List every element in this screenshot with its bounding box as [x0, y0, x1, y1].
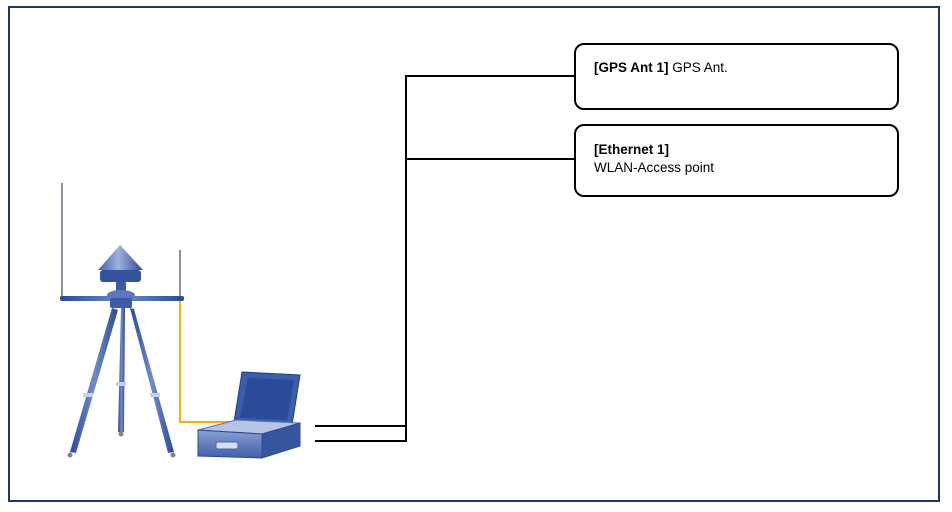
connector-gps [315, 75, 574, 427]
connector-ethernet [315, 158, 574, 442]
callout-ethernet: [Ethernet 1] WLAN-Access point [574, 124, 899, 197]
portable-receiver-case-icon [197, 371, 301, 459]
ethernet-tag: [Ethernet 1] [594, 142, 670, 157]
antenna-tripod-icon [60, 183, 184, 458]
antenna-cable [179, 300, 236, 423]
diagram-frame [8, 6, 940, 502]
connector-lines [315, 75, 574, 442]
callout-gps-ant: [GPS Ant 1] GPS Ant. [574, 43, 899, 110]
gps-tag: [GPS Ant 1] [594, 60, 669, 75]
gps-text: GPS Ant. [672, 60, 728, 75]
ethernet-text: WLAN-Access point [594, 160, 715, 175]
